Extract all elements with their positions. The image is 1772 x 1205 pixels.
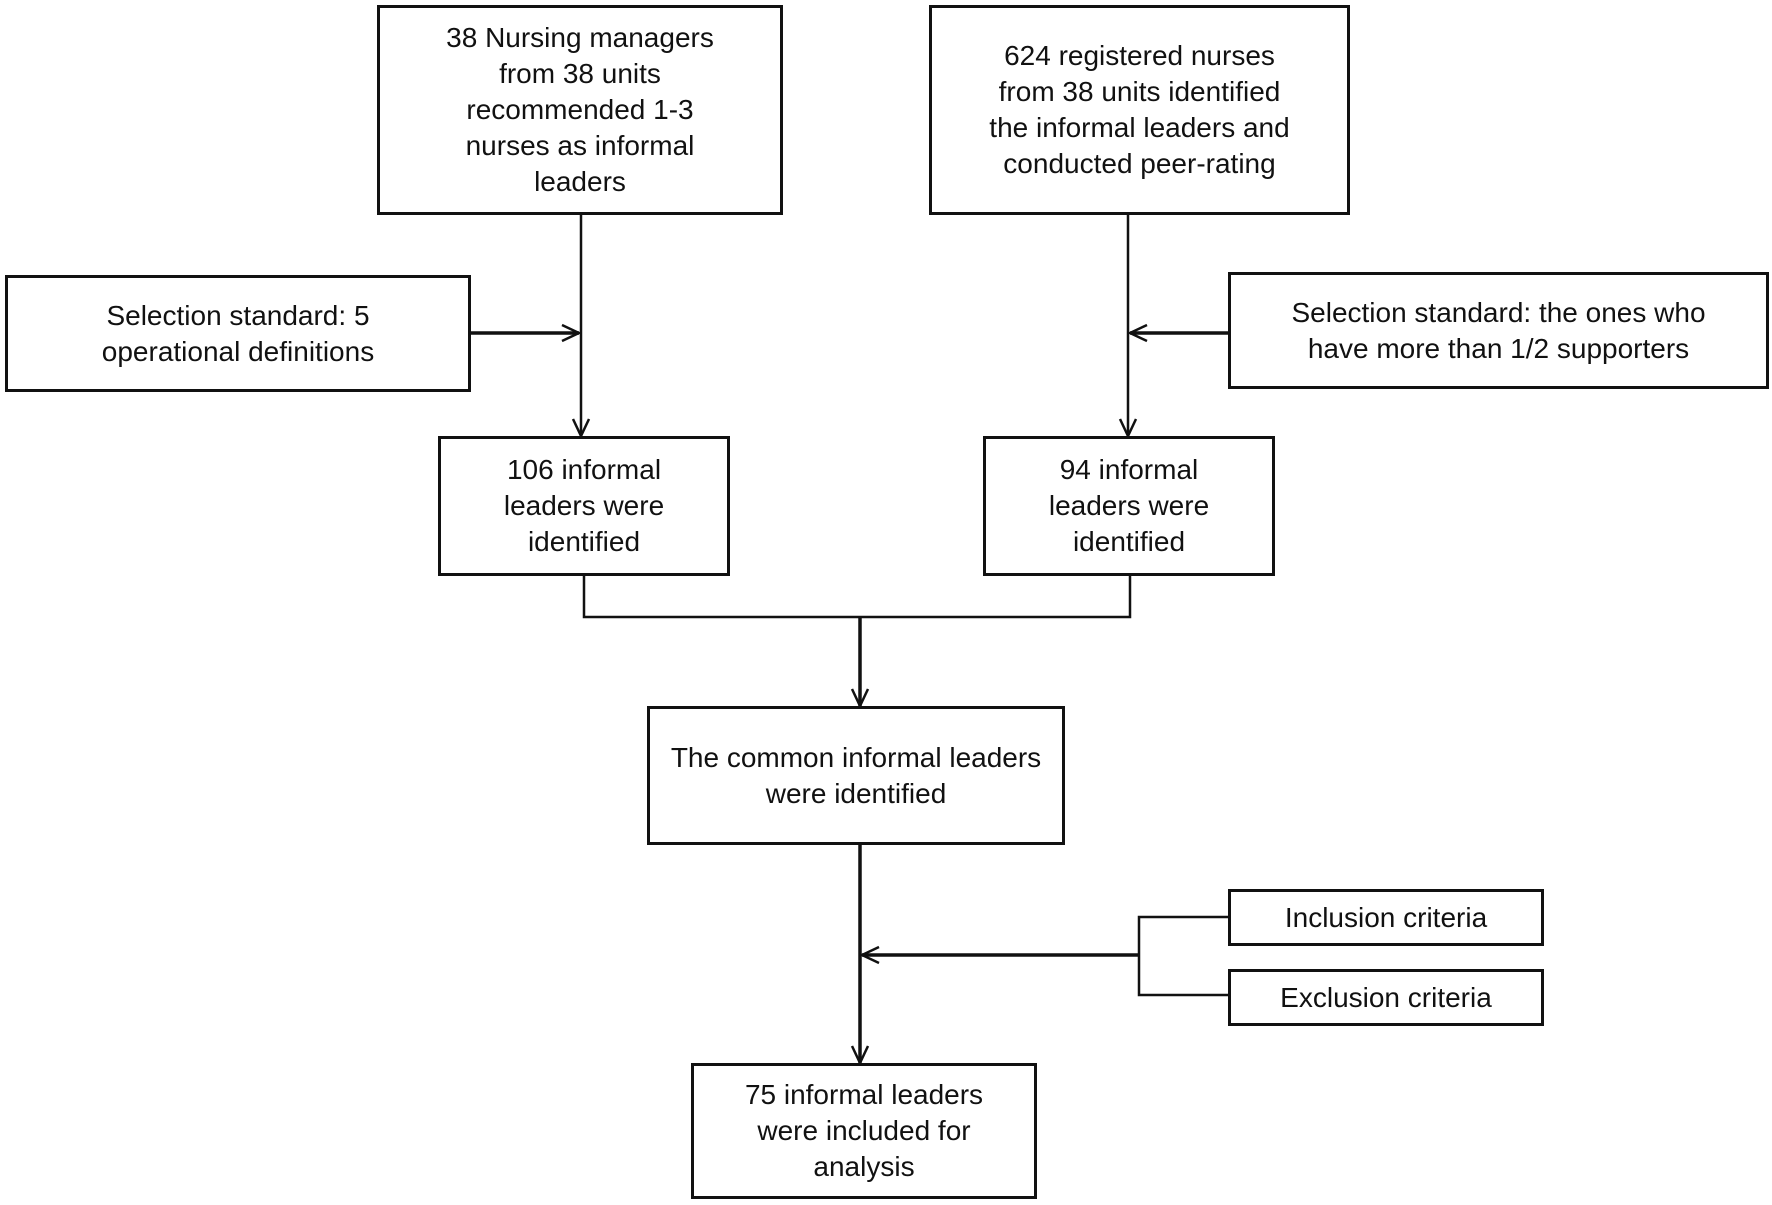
managers-standard-box: Selection standard: 5 operational defini… (5, 275, 471, 392)
managers-result-box: 106 informal leaders were identified (438, 436, 730, 576)
common-leaders-box: The common informal leaders were identif… (647, 706, 1065, 845)
final-text: 75 informal leaders were included for an… (744, 1079, 984, 1182)
exclusion-criteria-box: Exclusion criteria (1228, 969, 1544, 1026)
managers-box: 38 Nursing managers from 38 units recomm… (377, 5, 783, 215)
exclusion-criteria-text: Exclusion criteria (1280, 981, 1492, 1013)
managers-result-text: 106 informal leaders were identified (503, 454, 665, 557)
nurses-result-box: 94 informal leaders were identified (983, 436, 1275, 576)
inclusion-criteria-text: Inclusion criteria (1284, 901, 1488, 933)
criteria-bracket (1137, 915, 1229, 997)
nurses-standard-text: Selection standard: the ones who have mo… (1291, 296, 1706, 364)
nurses-standard-box: Selection standard: the ones who have mo… (1228, 272, 1769, 389)
merge-line (582, 576, 1132, 619)
managers-standard-text: Selection standard: 5 operational defini… (101, 299, 375, 367)
inclusion-criteria-box: Inclusion criteria (1228, 889, 1544, 946)
nurses-result-text: 94 informal leaders were identified (1048, 454, 1210, 557)
managers-box-text: 38 Nursing managers from 38 units recomm… (446, 22, 714, 197)
final-box: 75 informal leaders were included for an… (691, 1063, 1037, 1199)
nurses-box: 624 registered nurses from 38 units iden… (929, 5, 1350, 215)
common-leaders-text: The common informal leaders were identif… (670, 741, 1042, 809)
nurses-box-text: 624 registered nurses from 38 units iden… (989, 40, 1290, 179)
